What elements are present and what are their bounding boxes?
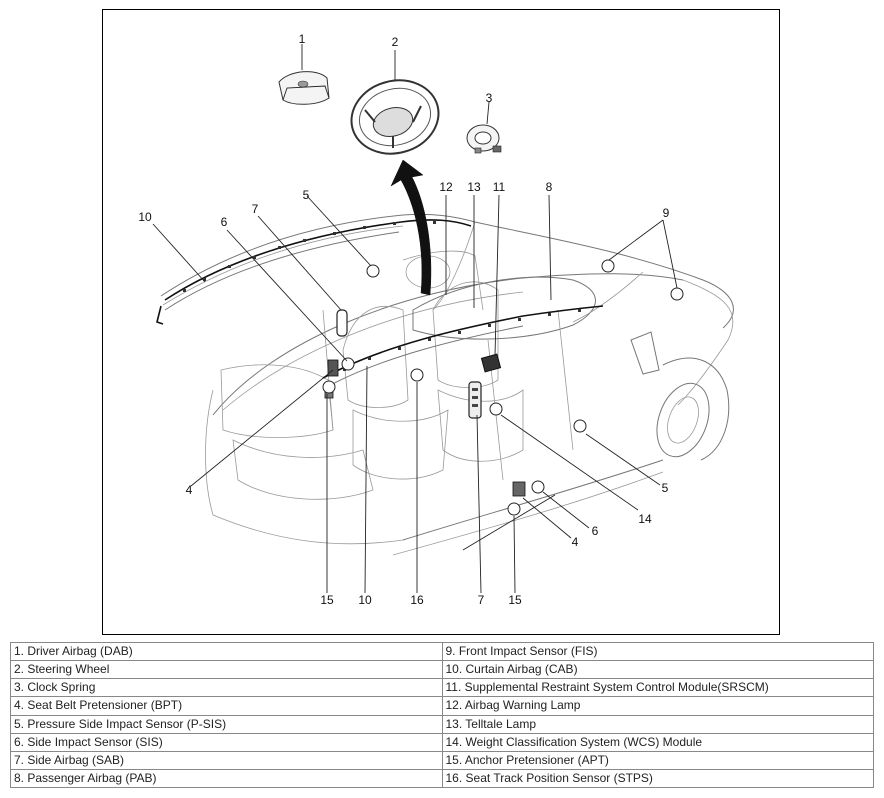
callout-4-left: 4 — [186, 483, 193, 497]
legend-row: 4. Seat Belt Pretensioner (BPT) 12. Airb… — [10, 696, 874, 716]
callout-12: 12 — [439, 180, 453, 194]
legend-row: 2. Steering Wheel 10. Curtain Airbag (CA… — [10, 660, 874, 680]
callout-15-left: 15 — [320, 593, 334, 607]
sensor-markers — [322, 259, 684, 516]
callout-2: 2 — [392, 35, 399, 49]
driver-airbag-module — [278, 71, 330, 105]
component-legend-table: 1. Driver Airbag (DAB) 9. Front Impact S… — [10, 641, 874, 789]
srscm-module — [480, 353, 502, 373]
airbag-system-diagram: 1 2 3 10 6 7 5 12 13 11 8 9 4 5 14 6 4 1… — [102, 9, 780, 635]
pretensioner-right — [512, 481, 526, 497]
callout-7-bottom: 7 — [478, 593, 485, 607]
callout-10-bottom: 10 — [358, 593, 372, 607]
legend-item: 1. Driver Airbag (DAB) — [10, 641, 443, 662]
steering-wheel-arrow — [390, 159, 432, 296]
legend-row: 6. Side Impact Sensor (SIS) 14. Weight C… — [10, 732, 874, 752]
p-sis-sensor-left — [366, 264, 380, 278]
callout-3: 3 — [486, 91, 493, 105]
legend-item: 14. Weight Classification System (WCS) M… — [441, 732, 874, 752]
callout-15-right: 15 — [508, 593, 522, 607]
legend-item: 11. Supplemental Restraint System Contro… — [441, 678, 874, 698]
side-impact-sensor-left — [341, 357, 355, 371]
callout-13: 13 — [467, 180, 481, 194]
legend-item: 7. Side Airbag (SAB) — [10, 750, 443, 770]
callout-8: 8 — [546, 180, 553, 194]
callout-6-top: 6 — [221, 215, 228, 229]
legend-item: 8. Passenger Airbag (PAB) — [10, 768, 443, 789]
steering-wheel — [350, 79, 440, 155]
callout-5-top: 5 — [303, 188, 310, 202]
legend-row: 3. Clock Spring 11. Supplemental Restrai… — [10, 678, 874, 698]
side-airbag-rear — [336, 309, 348, 337]
legend-row: 5. Pressure Side Impact Sensor (P-SIS) 1… — [10, 714, 874, 734]
legend-item: 2. Steering Wheel — [10, 660, 443, 680]
legend-item: 4. Seat Belt Pretensioner (BPT) — [10, 696, 443, 716]
legend-item: 15. Anchor Pretensioner (APT) — [441, 750, 874, 770]
callout-7-top: 7 — [252, 202, 259, 216]
callout-16: 16 — [410, 593, 424, 607]
callout-11: 11 — [493, 180, 506, 194]
callout-14: 14 — [638, 512, 652, 526]
legend-item: 12. Airbag Warning Lamp — [441, 696, 874, 716]
legend-row: 8. Passenger Airbag (PAB) 16. Seat Track… — [10, 768, 874, 789]
callout-numbers: 1 2 3 10 6 7 5 12 13 11 8 9 4 5 14 6 4 1… — [138, 32, 669, 607]
vehicle-body-outline — [160, 213, 734, 556]
legend-item: 10. Curtain Airbag (CAB) — [441, 660, 874, 680]
legend-row: 7. Side Airbag (SAB) 15. Anchor Pretensi… — [10, 750, 874, 770]
front-impact-sensor-right — [670, 287, 684, 301]
legend-item: 9. Front Impact Sensor (FIS) — [441, 641, 874, 662]
callout-1: 1 — [299, 32, 306, 46]
legend-item: 5. Pressure Side Impact Sensor (P-SIS) — [10, 714, 443, 734]
wcs-module — [489, 402, 503, 416]
callout-9: 9 — [663, 206, 670, 220]
callout-6-right: 6 — [592, 524, 599, 538]
p-sis-sensor-right — [573, 419, 587, 433]
legend-row: 1. Driver Airbag (DAB) 9. Front Impact S… — [10, 641, 874, 662]
seat-track-position-sensor — [410, 368, 424, 382]
anchor-pretensioner-right — [507, 502, 521, 516]
legend-item: 13. Telltale Lamp — [441, 714, 874, 734]
anchor-pretensioner-left — [322, 380, 336, 394]
curtain-airbag-right — [322, 305, 604, 389]
legend-item: 6. Side Impact Sensor (SIS) — [10, 732, 443, 752]
leader-lines — [152, 44, 678, 594]
clock-spring — [466, 124, 502, 154]
callout-10-top: 10 — [138, 210, 152, 224]
callout-5-right: 5 — [662, 481, 669, 495]
legend-item: 16. Seat Track Position Sensor (STPS) — [441, 768, 874, 789]
front-impact-sensor-left — [601, 259, 615, 273]
vehicle-illustration: 1 2 3 10 6 7 5 12 13 11 8 9 4 5 14 6 4 1… — [138, 32, 734, 607]
side-airbag-front — [468, 381, 482, 419]
legend-item: 3. Clock Spring — [10, 678, 443, 698]
side-impact-sensor-right — [531, 480, 545, 494]
callout-4-right: 4 — [572, 535, 579, 549]
